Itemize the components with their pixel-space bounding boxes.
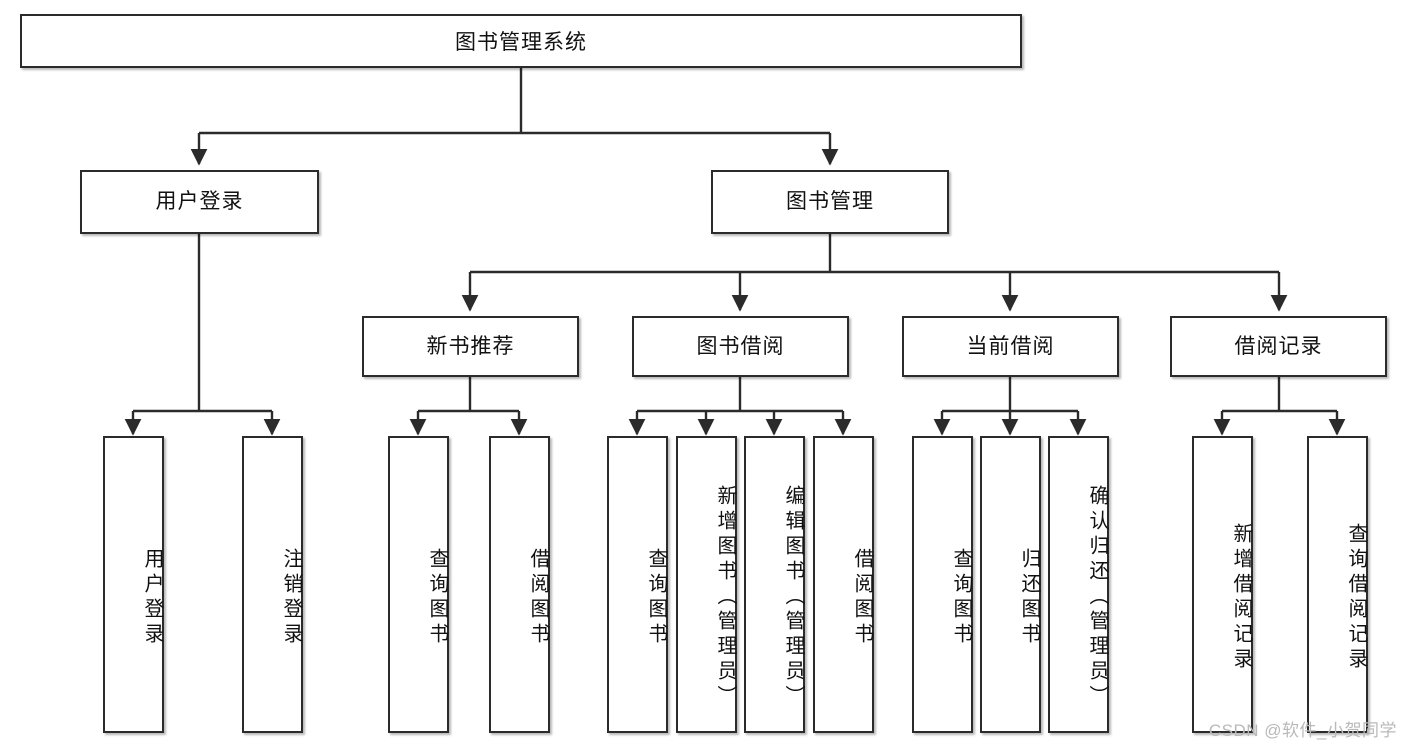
leaf-borrow-book-recommend[interactable]: 借阅图书 <box>489 436 550 733</box>
leaf-add-borrow-record[interactable]: 新增借阅记录 <box>1192 436 1253 733</box>
node-user-login[interactable]: 用户登录 <box>80 170 319 234</box>
node-book-borrow[interactable]: 图书借阅 <box>632 316 849 377</box>
leaf-query-book-borrow[interactable]: 查询图书 <box>607 436 668 733</box>
node-current-borrow[interactable]: 当前借阅 <box>902 316 1119 377</box>
leaf-confirm-return-admin[interactable]: 确认归还（管理员） <box>1048 436 1109 733</box>
node-root-system[interactable]: 图书管理系统 <box>20 14 1022 68</box>
node-new-book-recommend[interactable]: 新书推荐 <box>362 316 579 377</box>
leaf-query-book-recommend[interactable]: 查询图书 <box>388 436 449 733</box>
leaf-query-book-current[interactable]: 查询图书 <box>912 436 973 733</box>
leaf-query-borrow-record[interactable]: 查询借阅记录 <box>1307 436 1368 733</box>
leaf-return-book[interactable]: 归还图书 <box>980 436 1041 733</box>
leaf-user-login[interactable]: 用户登录 <box>103 436 164 733</box>
csdn-watermark: CSDN @软件_小贺同学 <box>1208 721 1397 740</box>
node-borrow-record[interactable]: 借阅记录 <box>1170 316 1387 377</box>
leaf-logout[interactable]: 注销登录 <box>242 436 303 733</box>
node-book-management[interactable]: 图书管理 <box>711 170 949 234</box>
leaf-borrow-book[interactable]: 借阅图书 <box>813 436 874 733</box>
leaf-add-book-admin[interactable]: 新增图书（管理员） <box>676 436 737 733</box>
leaf-edit-book-admin[interactable]: 编辑图书（管理员） <box>744 436 805 733</box>
